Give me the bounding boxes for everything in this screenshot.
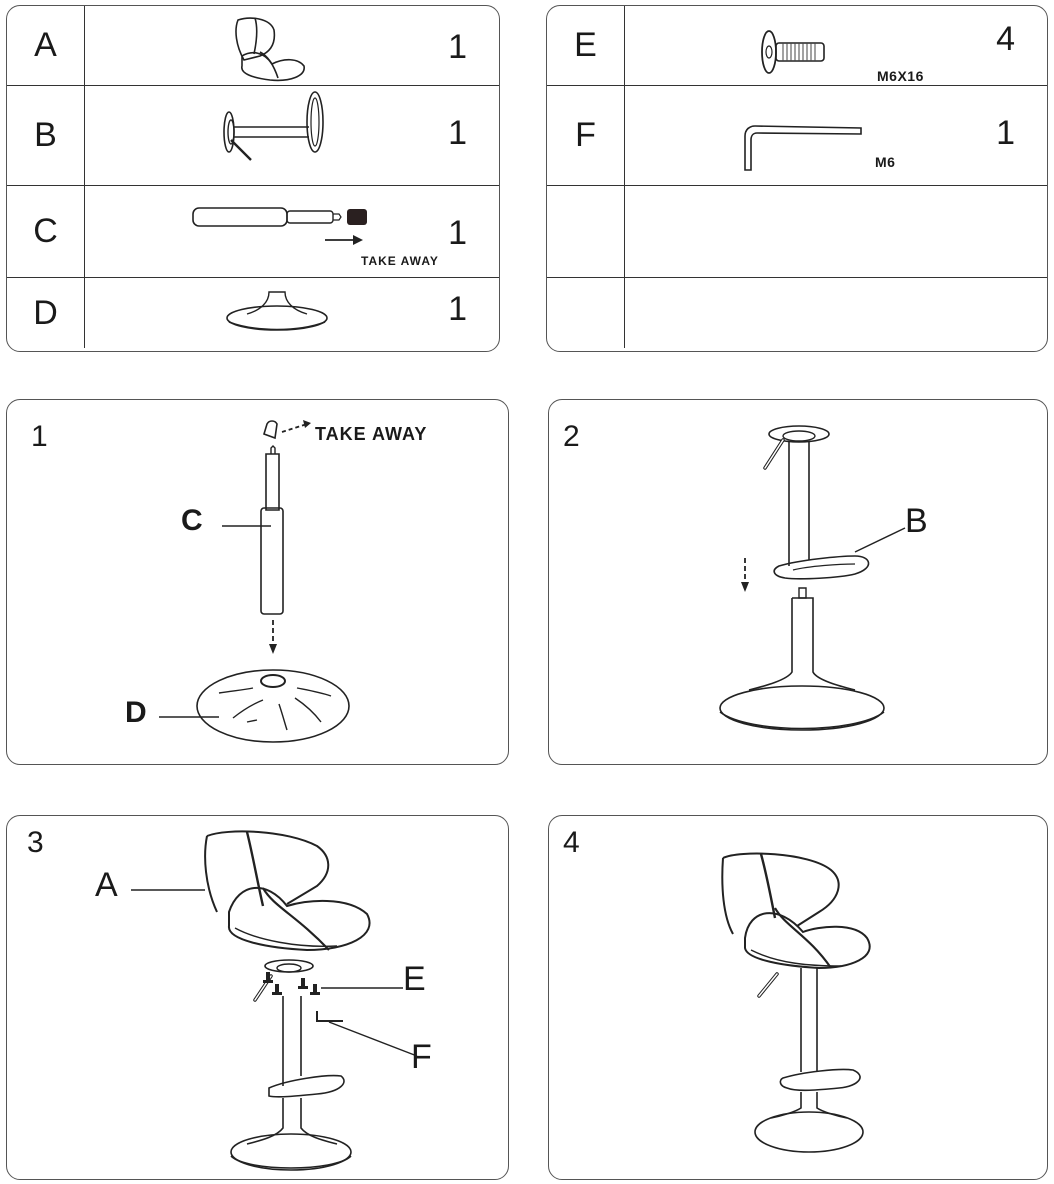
part-letter-a: A — [7, 6, 85, 86]
part-row-empty-2 — [625, 278, 1047, 348]
step-number: 3 — [27, 826, 44, 859]
parts-table-left: A 1 B 1 C TAKE — [6, 5, 500, 352]
part-qty-d: 1 — [448, 290, 467, 328]
base-icon — [225, 288, 329, 332]
part-row-empty-1 — [625, 186, 1047, 278]
part-letter-empty-1 — [547, 186, 625, 278]
step-number: 4 — [563, 826, 580, 859]
label-c: C — [181, 504, 203, 537]
take-away-note: TAKE AWAY — [361, 254, 439, 268]
column-footrest-icon — [223, 92, 333, 168]
part-letter-b: B — [7, 86, 85, 186]
part-row-d: 1 — [85, 278, 499, 348]
part-qty-a: 1 — [448, 28, 467, 66]
step-3-panel: 3 A E F — [6, 815, 509, 1180]
bolt-icon — [761, 30, 827, 76]
label-d: D — [125, 696, 147, 729]
part-letter-e: E — [547, 6, 625, 86]
parts-table-right: E M6X16 4 F M6 1 — [546, 5, 1048, 352]
step-1-panel: 1 TAKE AWAY C D — [6, 399, 509, 765]
step-4-panel: 4 — [548, 815, 1048, 1180]
label-b: B — [905, 502, 928, 540]
part-qty-f: 1 — [996, 114, 1015, 152]
label-e: E — [403, 960, 426, 998]
part-row-f: M6 1 — [625, 86, 1047, 186]
part-row-c: TAKE AWAY 1 — [85, 186, 499, 278]
part-row-e: M6X16 4 — [625, 6, 1047, 86]
part-qty-b: 1 — [448, 114, 467, 152]
part-letter-c: C — [7, 186, 85, 278]
step-4-illustration — [549, 816, 1048, 1180]
part-letter-f: F — [547, 86, 625, 186]
step-3-illustration — [7, 816, 509, 1180]
step-1-illustration — [7, 420, 509, 765]
seat-icon — [230, 16, 310, 80]
step-2-panel: 2 B — [548, 399, 1048, 765]
part-qty-e: 4 — [996, 20, 1015, 58]
allen-key-spec: M6 — [875, 154, 896, 170]
label-a: A — [95, 866, 118, 904]
step-number: 2 — [563, 420, 580, 453]
part-row-a: 1 — [85, 6, 499, 86]
part-row-b: 1 — [85, 86, 499, 186]
bolt-spec: M6X16 — [877, 68, 924, 84]
gas-cylinder-icon — [191, 208, 367, 245]
label-f: F — [411, 1038, 432, 1076]
allen-key-icon — [745, 126, 865, 170]
step-2-illustration — [549, 400, 1048, 765]
step-number: 1 — [31, 420, 48, 453]
part-qty-c: 1 — [448, 214, 467, 252]
part-letter-empty-2 — [547, 278, 625, 348]
take-away-note: TAKE AWAY — [315, 424, 428, 444]
part-letter-d: D — [7, 278, 85, 348]
